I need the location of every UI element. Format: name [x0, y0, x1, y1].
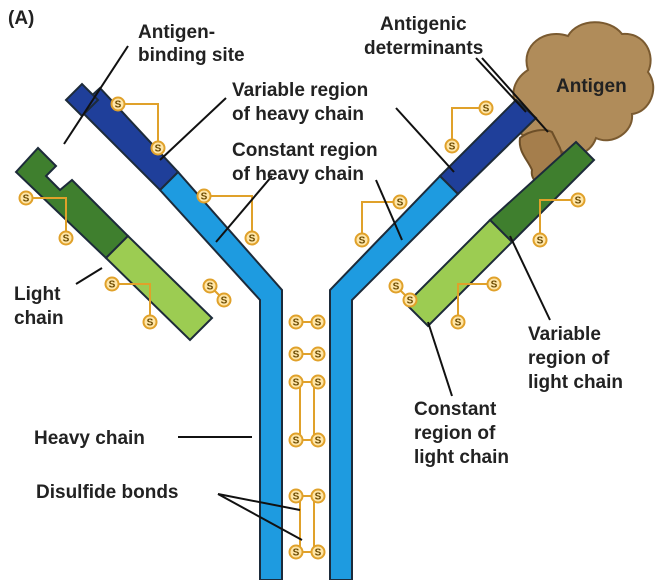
- leader-variable-light: [510, 236, 550, 320]
- sulfur-symbol: S: [491, 280, 498, 291]
- leader-constant-heavy: [216, 176, 272, 242]
- sulfur-symbol: S: [23, 194, 30, 205]
- label-disulfide-bonds: Disulfide bonds: [36, 482, 179, 503]
- leader-light-chain: [76, 268, 102, 284]
- sulfur-symbol: S: [359, 236, 366, 247]
- sulfur-symbol: S: [315, 350, 322, 361]
- sulfur-symbol: S: [397, 198, 404, 209]
- sulfur-symbol: S: [147, 318, 154, 329]
- sulfur-symbol: S: [449, 142, 456, 153]
- label-light-chain: Light chain: [14, 284, 66, 329]
- sulfur-symbol: S: [393, 282, 400, 293]
- label-antigen-binding-site-line2: binding site: [138, 45, 245, 66]
- label-variable-heavy: Variable region of heavy chain: [232, 80, 374, 125]
- label-light-chain-line1: Light: [14, 284, 61, 305]
- label-constant-light-line2: region of: [414, 423, 496, 444]
- label-antigenic-determinants-line1: Antigenic: [380, 14, 467, 35]
- label-variable-heavy-line2: of heavy chain: [232, 104, 364, 125]
- disulfide-bond: SS: [290, 490, 325, 503]
- label-variable-light-line3: light chain: [528, 372, 623, 393]
- label-constant-heavy: Constant region of heavy chain: [232, 140, 383, 185]
- right-heavy-chain-constant: [330, 176, 458, 580]
- label-constant-light-line3: light chain: [414, 447, 509, 468]
- leader-variable-heavy: [160, 98, 226, 160]
- sulfur-symbol: S: [315, 548, 322, 559]
- sulfur-symbol: S: [293, 350, 300, 361]
- label-variable-light-line2: region of: [528, 348, 610, 369]
- sulfur-symbol: S: [293, 378, 300, 389]
- sulfur-symbol: S: [315, 318, 322, 329]
- panel-label: (A): [8, 8, 34, 29]
- sulfur-symbol: S: [455, 318, 462, 329]
- label-constant-heavy-line1: Constant region: [232, 140, 378, 161]
- sulfur-symbol: S: [63, 234, 70, 245]
- sulfur-symbol: S: [201, 192, 208, 203]
- label-antigenic-determinants: Antigenic determinants: [364, 14, 483, 59]
- sulfur-symbol: S: [293, 318, 300, 329]
- label-antigen-binding-site-line1: Antigen-: [138, 22, 215, 43]
- sulfur-symbol: S: [315, 492, 322, 503]
- label-antigenic-determinants-line2: determinants: [364, 38, 483, 59]
- disulfide-bond: SS: [390, 280, 417, 307]
- sulfur-symbol: S: [293, 492, 300, 503]
- label-light-chain-line2: chain: [14, 308, 64, 329]
- label-heavy-chain: Heavy chain: [34, 428, 145, 449]
- sulfur-symbol: S: [315, 436, 322, 447]
- sulfur-symbol: S: [315, 378, 322, 389]
- label-variable-heavy-line1: Variable region: [232, 80, 368, 101]
- sulfur-symbol: S: [221, 296, 228, 307]
- disulfide-bond: SS: [290, 316, 325, 329]
- leader-variable-heavy-right: [396, 108, 454, 172]
- label-variable-light-line1: Variable: [528, 324, 601, 345]
- sulfur-symbol: S: [155, 144, 162, 155]
- sulfur-symbol: S: [207, 282, 214, 293]
- sulfur-symbol: S: [483, 104, 490, 115]
- sulfur-symbol: S: [575, 196, 582, 207]
- sulfur-symbol: S: [249, 234, 256, 245]
- antigen-label: Antigen: [556, 76, 627, 97]
- sulfur-symbol: S: [115, 100, 122, 111]
- disulfide-bond: SS: [290, 348, 325, 361]
- disulfide-bond: SS: [452, 278, 501, 329]
- label-constant-light: Constant region of light chain: [414, 399, 509, 468]
- sulfur-symbol: S: [537, 236, 544, 247]
- left-light-chain-constant: [106, 236, 212, 340]
- disulfide-bond: SS: [290, 434, 325, 447]
- label-constant-heavy-line2: of heavy chain: [232, 164, 364, 185]
- sulfur-symbol: S: [109, 280, 116, 291]
- label-constant-light-line1: Constant: [414, 399, 497, 420]
- label-variable-light: Variable region of light chain: [528, 324, 623, 393]
- sulfur-symbol: S: [293, 436, 300, 447]
- label-antigen-binding-site: Antigen- binding site: [138, 22, 245, 66]
- sulfur-symbol: S: [293, 548, 300, 559]
- disulfide-bond: SS: [204, 280, 231, 307]
- sulfur-symbol: S: [407, 296, 414, 307]
- leader-constant-light: [428, 322, 452, 396]
